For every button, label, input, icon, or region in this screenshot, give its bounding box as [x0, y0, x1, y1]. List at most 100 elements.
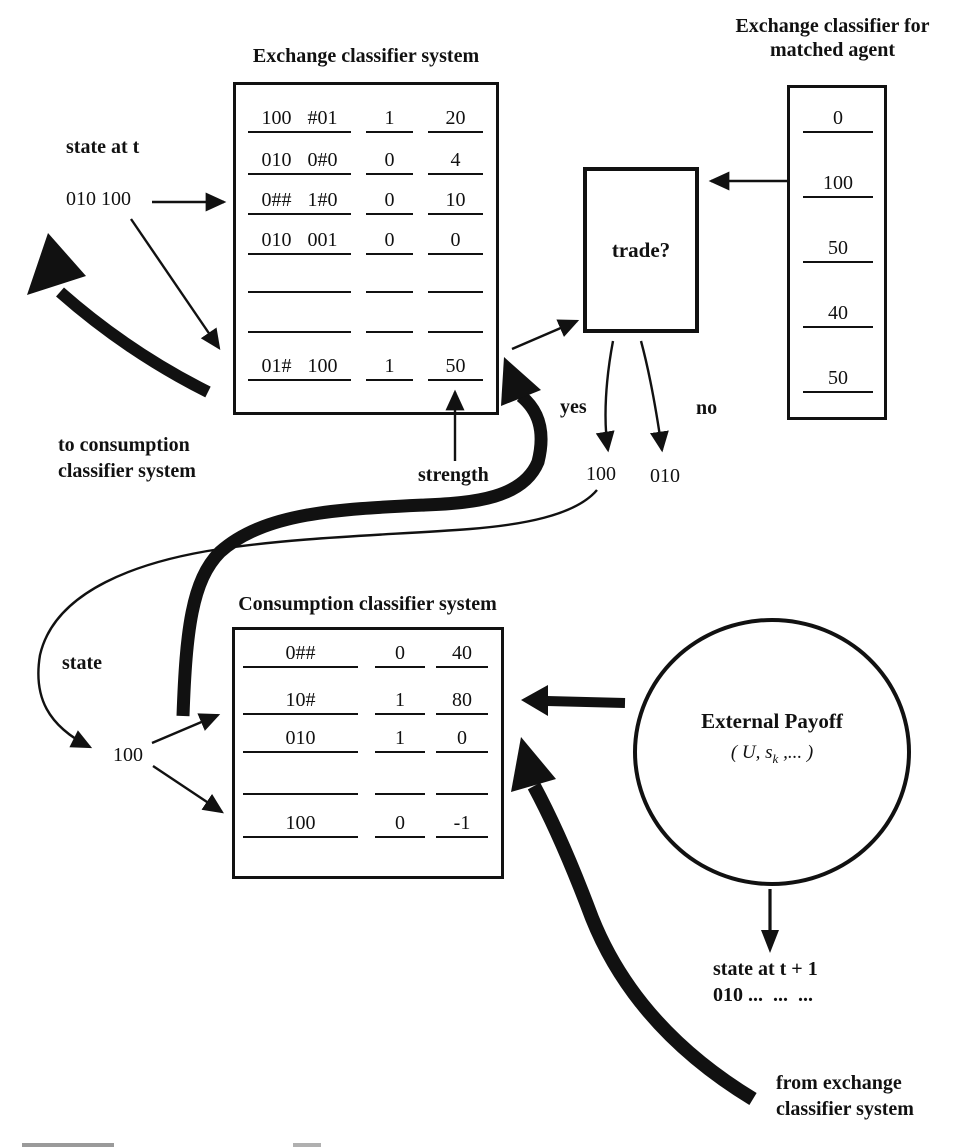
table-row: 01#100 1 50	[236, 333, 496, 381]
condition-cell	[248, 265, 351, 293]
bid-cell: 0	[375, 810, 425, 838]
to-consumption-line2: classifier system	[58, 460, 196, 482]
condition-cell: 010	[243, 725, 358, 753]
condition-cell: 0##	[243, 640, 358, 668]
exchange-table-title: Exchange classifier system	[252, 45, 480, 67]
strength-label: strength	[418, 464, 489, 486]
strength-cell: 0	[428, 227, 483, 255]
to-consumption-label: to consumption classifier system	[58, 432, 196, 484]
strength-cell: 100	[803, 170, 873, 198]
table-row-empty	[236, 255, 496, 293]
state-at-t-label: state at t	[66, 136, 140, 158]
payoff-to-consumption-arrowhead	[521, 685, 548, 716]
strength-cell: 10	[428, 187, 483, 215]
table-row: 100 0 -1	[235, 795, 501, 838]
condition-part: 01#	[261, 355, 292, 377]
strength-cell	[428, 265, 483, 293]
state-input-diagonal-arrow	[130, 218, 221, 350]
trade-no-arrow	[639, 340, 669, 453]
state-at-t-value: 010 100	[66, 188, 131, 210]
strength-cell: 4	[428, 147, 483, 175]
condition-cell: 01# 100	[248, 353, 351, 381]
payoff-args-subscript: k	[772, 750, 779, 766]
table-row: 0## 0 40	[235, 630, 501, 668]
bid-cell: 0	[366, 147, 413, 175]
to-consumption-line1: to consumption	[58, 434, 190, 456]
table-row-empty	[236, 293, 496, 333]
condition-part: 100	[261, 107, 292, 129]
from-exchange-thick-arrow	[527, 782, 757, 1105]
table-row-empty	[235, 753, 501, 795]
caption-fragment	[293, 1143, 321, 1147]
bid-cell: 0	[366, 187, 413, 215]
state-value: 100	[113, 744, 143, 766]
caption-fragment	[22, 1143, 114, 1147]
yes-outcome-value: 100	[586, 463, 616, 485]
state-to-consumption-arrow-1	[151, 713, 221, 745]
strength-cell: 50	[803, 365, 873, 393]
strength-cell	[428, 305, 483, 333]
payoff-args-post: ,... )	[778, 742, 814, 763]
from-exchange-label: from exchange classifier system	[776, 1070, 914, 1122]
table-row: 50	[790, 198, 884, 263]
condition-cell	[243, 767, 358, 795]
bid-cell: 1	[375, 725, 425, 753]
strength-cell: 0	[803, 105, 873, 133]
condition-cell: 010 0#0	[248, 147, 351, 175]
payoff-next-state-arrowhead	[761, 930, 779, 953]
matched-table-title-line2: matched agent	[770, 39, 895, 61]
consumption-classifier-table: 0## 0 40 10# 1 80 010 1 0 100 0 -1	[232, 627, 504, 879]
strength-cell: 50	[803, 235, 873, 263]
condition-cell	[248, 305, 351, 333]
condition-part: #01	[307, 107, 338, 129]
trade-box-label: trade?	[611, 238, 671, 262]
strength-cell: 50	[428, 353, 483, 381]
strength-cell: 0	[436, 725, 488, 753]
table-row: 100	[790, 133, 884, 198]
consumption-table-title: Consumption classifier system	[238, 593, 497, 615]
no-outcome-value: 010	[650, 465, 680, 487]
condition-part: 1#0	[307, 189, 338, 211]
consumption-to-exchange-thick-arrowhead	[501, 357, 541, 406]
trade-decision-box: trade?	[583, 167, 699, 333]
state-to-consumption-arrow-2	[152, 765, 224, 814]
condition-cell: 10#	[243, 687, 358, 715]
condition-cell: 0## 1#0	[248, 187, 351, 215]
state-at-t1-label: state at t + 1 010 ... ... ...	[713, 956, 818, 1008]
from-exchange-thick-arrowhead	[511, 737, 556, 792]
condition-cell: 100	[243, 810, 358, 838]
strength-cell: 40	[436, 640, 488, 668]
condition-cell: 100 #01	[248, 105, 351, 133]
bid-cell	[375, 767, 425, 795]
bid-cell	[366, 305, 413, 333]
state-at-t1-line1: state at t + 1	[713, 958, 818, 980]
state-label: state	[62, 652, 102, 674]
condition-part: 100	[307, 355, 338, 377]
matched-table-title: Exchange classifier for matched agent	[715, 14, 950, 62]
external-payoff-title: External Payoff	[701, 709, 843, 733]
to-consumption-thick-arrow	[56, 287, 211, 398]
condition-part: 0#0	[307, 149, 338, 171]
external-payoff-circle	[633, 618, 911, 886]
payoff-to-consumption-arrow	[546, 696, 626, 708]
from-exchange-line1: from exchange	[776, 1072, 902, 1094]
to-consumption-thick-arrowhead	[27, 233, 86, 295]
strength-cell: 20	[428, 105, 483, 133]
bid-cell: 1	[375, 687, 425, 715]
payoff-args-pre: ( U, s	[730, 742, 773, 763]
condition-part: 010	[261, 149, 292, 171]
no-label: no	[696, 397, 718, 419]
from-exchange-line2: classifier system	[776, 1098, 914, 1120]
table-row: 100#01 1 20	[236, 93, 496, 133]
table-row: 010 1 0	[235, 715, 501, 753]
condition-part: 001	[307, 229, 338, 251]
condition-part: 0##	[261, 189, 292, 211]
strength-cell: 40	[803, 300, 873, 328]
bid-cell: 0	[366, 227, 413, 255]
trade-yes-arrow	[595, 340, 615, 453]
